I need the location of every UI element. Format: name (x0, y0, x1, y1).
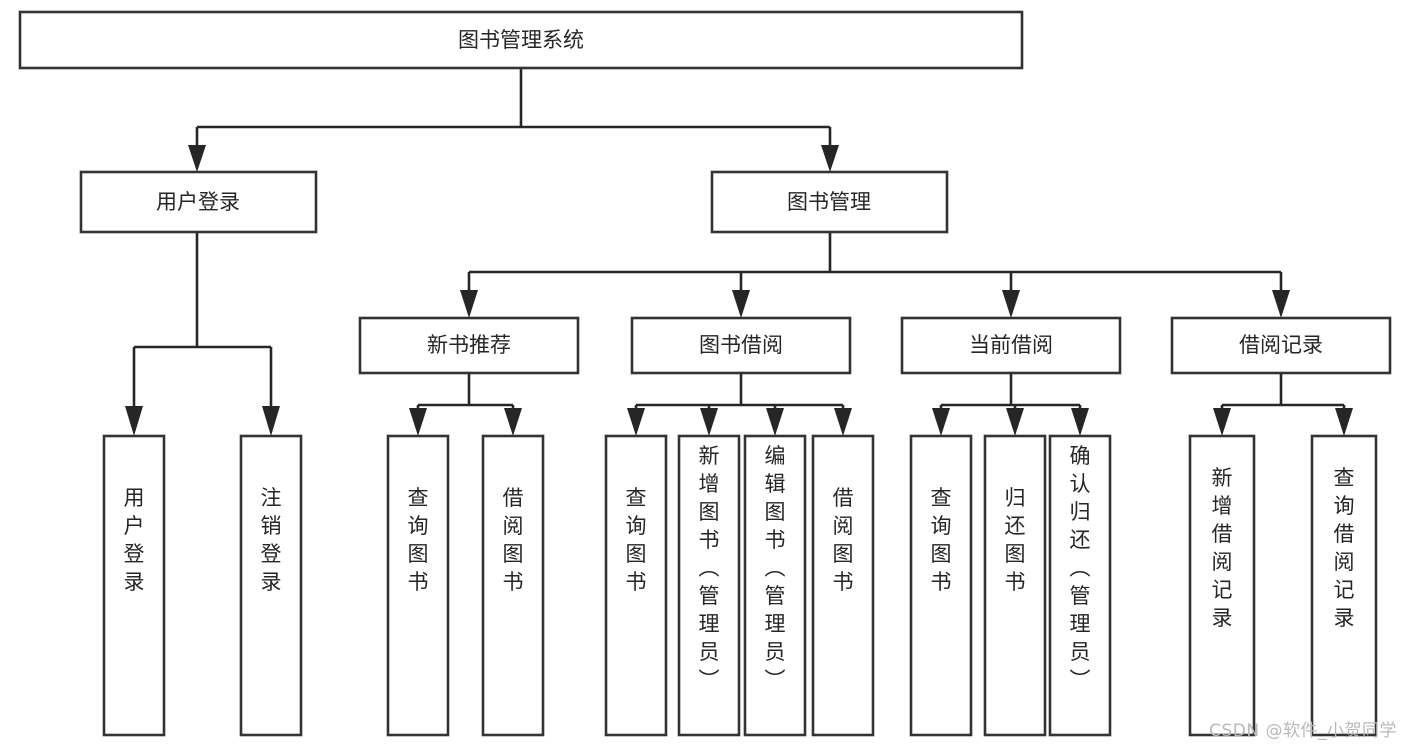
node-leaf-add-record-label: 新增借阅记录 (1212, 466, 1233, 630)
edges-new-book-rec-to-leaves (409, 373, 522, 436)
arrowhead-query-book-1 (409, 408, 427, 436)
node-leaf-user-login[interactable]: 用户登录 (102, 434, 166, 737)
node-leaf-confirm-return[interactable]: 确认归还︵管理员︶ (1048, 434, 1112, 737)
node-leaf-return-book-label: 归还图书 (1005, 486, 1026, 594)
node-leaf-query-record[interactable]: 查询借阅记录 (1310, 434, 1378, 737)
node-borrow-record[interactable]: 借阅记录 (1170, 316, 1392, 375)
node-leaf-edit-book-box[interactable] (743, 434, 807, 737)
node-leaf-borrow-book-1-label: 借阅图书 (503, 486, 524, 594)
node-borrow-record-label: 借阅记录 (1239, 333, 1323, 357)
node-leaf-query-book-1-box[interactable] (386, 434, 450, 737)
node-leaf-query-book-1[interactable]: 查询图书 (386, 434, 450, 737)
node-leaf-return-book[interactable]: 归还图书 (983, 434, 1047, 737)
arrowhead-book-borrow (732, 290, 750, 318)
node-root[interactable]: 图书管理系统 (18, 10, 1024, 70)
arrowhead-leaf-user-login (125, 406, 143, 436)
node-borrow-record-box[interactable] (1170, 316, 1392, 375)
node-leaf-edit-book-label: 编辑图书︵管理员︶ (765, 444, 786, 692)
edges-user-login-to-leaves (125, 232, 280, 436)
arrowhead-add-record (1213, 408, 1231, 436)
arrowhead-query-book-2 (627, 408, 645, 436)
node-leaf-add-book[interactable]: 新增图书︵管理员︶ (677, 434, 741, 737)
node-user-login[interactable]: 用户登录 (79, 170, 318, 234)
node-leaf-add-book-box[interactable] (677, 434, 741, 737)
node-leaf-add-record[interactable]: 新增借阅记录 (1188, 434, 1256, 737)
node-leaf-query-book-2-box[interactable] (604, 434, 668, 737)
node-leaf-borrow-book-1[interactable]: 借阅图书 (481, 434, 545, 737)
node-leaf-query-book-2-label: 查询图书 (626, 486, 647, 594)
arrowhead-query-record (1335, 408, 1353, 436)
node-leaf-query-record-box[interactable] (1310, 434, 1378, 737)
node-leaf-borrow-book-1-box[interactable] (481, 434, 545, 737)
node-leaf-confirm-return-label: 确认归还︵管理员︶ (1070, 444, 1091, 692)
node-new-book-rec-box[interactable] (358, 316, 580, 375)
edges-root-to-level2 (188, 68, 839, 172)
node-leaf-query-record-label: 查询借阅记录 (1334, 466, 1355, 630)
edges-book-borrow-to-leaves (627, 373, 852, 436)
node-book-borrow[interactable]: 图书借阅 (630, 316, 852, 375)
node-leaf-confirm-return-box[interactable] (1048, 434, 1112, 737)
node-leaf-query-book-3-label: 查询图书 (931, 486, 952, 594)
node-leaf-user-login-label: 用户登录 (124, 486, 145, 594)
edges-book-manage-to-level3 (460, 232, 1290, 318)
node-leaf-logout[interactable]: 注销登录 (239, 434, 303, 737)
node-leaf-return-book-box[interactable] (983, 434, 1047, 737)
node-leaf-borrow-book-2-label: 借阅图书 (833, 486, 854, 594)
arrowhead-user-login (188, 145, 206, 172)
node-leaf-query-book-2[interactable]: 查询图书 (604, 434, 668, 737)
node-leaf-logout-box[interactable] (239, 434, 303, 737)
node-book-manage-box[interactable] (710, 170, 949, 234)
arrowhead-borrow-book-2 (834, 408, 852, 436)
node-book-manage[interactable]: 图书管理 (710, 170, 949, 234)
arrowhead-edit-book (766, 408, 784, 436)
arrowhead-add-book (700, 408, 718, 436)
arrowhead-borrow-book-1 (504, 408, 522, 436)
node-leaf-borrow-book-2[interactable]: 借阅图书 (811, 434, 875, 737)
node-user-login-label: 用户登录 (156, 190, 240, 214)
node-root-label: 图书管理系统 (458, 28, 584, 52)
node-leaf-edit-book[interactable]: 编辑图书︵管理员︶ (743, 434, 807, 737)
node-leaf-query-book-1-label: 查询图书 (408, 486, 429, 594)
node-leaf-borrow-book-2-box[interactable] (811, 434, 875, 737)
edges-current-borrow-to-leaves (932, 373, 1089, 436)
node-book-manage-label: 图书管理 (787, 190, 871, 214)
node-leaf-user-login-box[interactable] (102, 434, 166, 737)
node-book-borrow-label: 图书借阅 (699, 333, 783, 357)
node-leaf-query-book-3-box[interactable] (909, 434, 973, 737)
arrowhead-book-manage (821, 145, 839, 172)
node-book-borrow-box[interactable] (630, 316, 852, 375)
node-user-login-box[interactable] (79, 170, 318, 234)
arrowhead-current-borrow (1002, 290, 1020, 318)
node-leaf-query-book-3[interactable]: 查询图书 (909, 434, 973, 737)
arrowhead-return-book (1006, 408, 1024, 436)
node-leaf-logout-label: 注销登录 (261, 486, 282, 594)
node-new-book-rec-label: 新书推荐 (427, 333, 511, 357)
node-leaf-add-record-box[interactable] (1188, 434, 1256, 737)
arrowhead-query-book-3 (932, 408, 950, 436)
node-current-borrow[interactable]: 当前借阅 (900, 316, 1122, 375)
edges-borrow-record-to-leaves (1213, 373, 1353, 436)
arrowhead-borrow-record (1272, 290, 1290, 318)
node-new-book-rec[interactable]: 新书推荐 (358, 316, 580, 375)
arrowhead-new-book-rec (460, 290, 478, 318)
node-current-borrow-box[interactable] (900, 316, 1122, 375)
node-leaf-add-book-label: 新增图书︵管理员︶ (699, 444, 720, 692)
csdn-watermark: CSDN @软件_小贺同学 (1209, 721, 1397, 741)
node-root-box[interactable] (18, 10, 1024, 70)
arrowhead-confirm-return (1071, 408, 1089, 436)
node-current-borrow-label: 当前借阅 (969, 333, 1053, 357)
arrowhead-leaf-logout (262, 406, 280, 436)
